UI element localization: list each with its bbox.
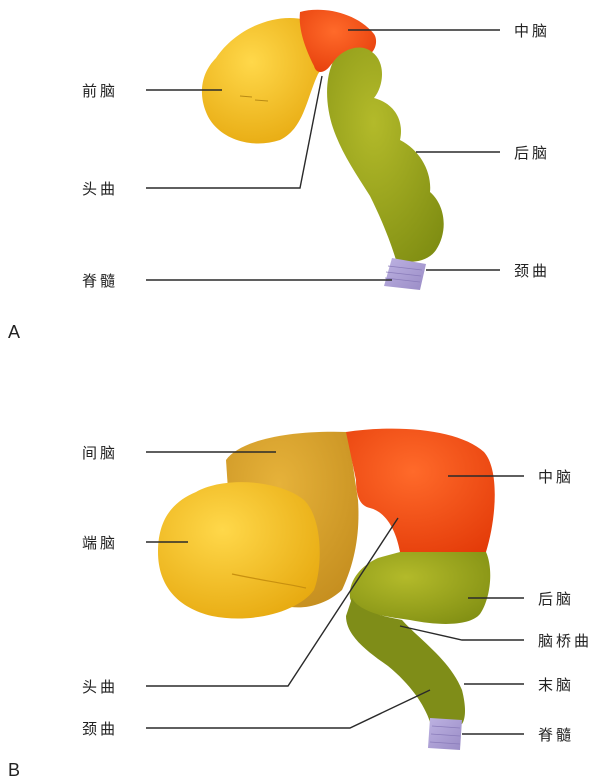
leader-cervical-flexure-b	[146, 690, 430, 728]
label-metencephalon-b: 后脑	[538, 590, 574, 608]
label-spinal-cord-a: 脊髓	[82, 272, 118, 290]
midbrain-region-b	[346, 429, 495, 552]
panel-tag-a: A	[8, 322, 20, 342]
telencephalon-region-b	[158, 482, 320, 618]
label-telencephalon-b: 端脑	[82, 534, 118, 552]
label-midbrain-b: 中脑	[538, 468, 574, 486]
label-spinal-cord-b: 脊髓	[538, 726, 574, 744]
label-cephalic-flexure-b: 头曲	[82, 678, 118, 696]
label-diencephalon-b: 间脑	[82, 444, 118, 462]
panel-b: 间脑 中脑 端脑 后脑 脑桥曲 头曲 末脑 颈曲 脊髓 B	[8, 429, 592, 780]
label-forebrain-a: 前脑	[82, 82, 118, 100]
label-hindbrain-a: 后脑	[514, 144, 550, 162]
label-midbrain-a: 中脑	[514, 22, 550, 40]
panel-tag-b: B	[8, 760, 20, 780]
label-myelencephalon-b: 末脑	[538, 676, 574, 694]
label-pontine-flexure-b: 脑桥曲	[538, 632, 592, 650]
hindbrain-region-a	[327, 48, 444, 262]
label-cervical-flexure-a: 颈曲	[514, 262, 550, 280]
label-cephalic-flexure-a: 头曲	[82, 180, 118, 198]
panel-a: 中脑 前脑 后脑 头曲 脊髓 颈曲 A	[8, 10, 550, 342]
label-cervical-flexure-b: 颈曲	[82, 720, 118, 738]
